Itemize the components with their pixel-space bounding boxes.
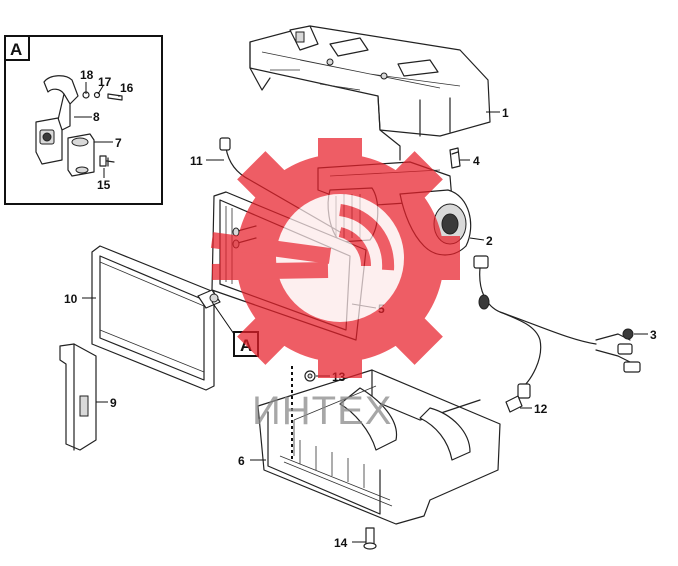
mounting-bracket bbox=[59, 343, 97, 451]
grommet bbox=[304, 370, 316, 382]
evaporator-core bbox=[91, 245, 221, 391]
watermark-logo bbox=[210, 138, 460, 378]
part-number-9: 9 bbox=[110, 396, 117, 410]
part-number-2: 2 bbox=[486, 234, 493, 248]
part-number-11: 11 bbox=[190, 154, 203, 168]
upper-housing-cover bbox=[249, 25, 491, 161]
detail-box-a: A 18 17 16 8 7 15 bbox=[4, 35, 163, 205]
part-number-8: 8 bbox=[93, 110, 100, 124]
part-number-1: 1 bbox=[502, 106, 509, 120]
part-number-14: 14 bbox=[334, 536, 348, 550]
temperature-sensor bbox=[505, 383, 531, 413]
part-number-10: 10 bbox=[64, 292, 78, 306]
detail-box-label: A bbox=[10, 40, 22, 59]
lower-housing bbox=[257, 369, 501, 525]
part-number-7: 7 bbox=[115, 136, 122, 150]
part-number-6: 6 bbox=[238, 454, 245, 468]
part-number-17: 17 bbox=[98, 75, 112, 89]
part-number-12: 12 bbox=[534, 402, 548, 416]
part-number-4: 4 bbox=[473, 154, 480, 168]
part-number-15: 15 bbox=[97, 178, 111, 192]
expansion-valve-assembly bbox=[35, 75, 123, 177]
part-number-18: 18 bbox=[80, 68, 94, 82]
retaining-clip bbox=[449, 147, 461, 169]
part-number-16: 16 bbox=[120, 81, 134, 95]
screw bbox=[363, 527, 377, 550]
part-number-3: 3 bbox=[650, 328, 657, 342]
watermark-text: ИНТЕХ bbox=[252, 389, 392, 433]
blower-harness bbox=[473, 255, 641, 387]
